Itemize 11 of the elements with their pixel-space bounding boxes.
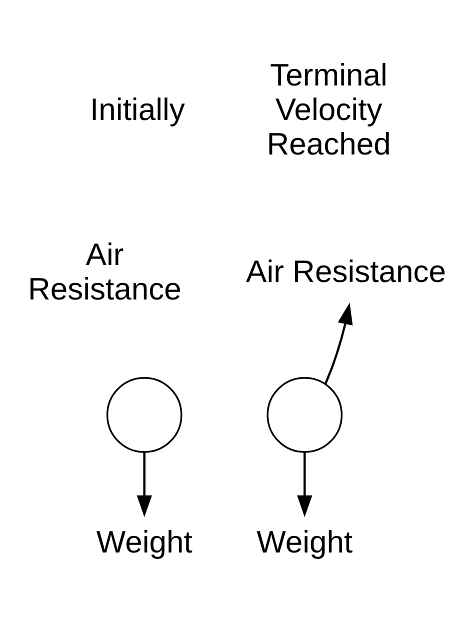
node-text: Air Resistance [246,254,446,290]
node-circle [106,377,182,453]
node-circle [266,377,343,453]
arrow [136,452,152,518]
node-text: Weight [96,524,192,560]
label: Initially [90,92,185,128]
label: Terminal Velocity Reached [266,58,391,162]
label: Air Resistance [28,236,182,306]
arrow [297,452,312,518]
arrow [324,302,353,384]
node-text: Weight [256,524,353,560]
